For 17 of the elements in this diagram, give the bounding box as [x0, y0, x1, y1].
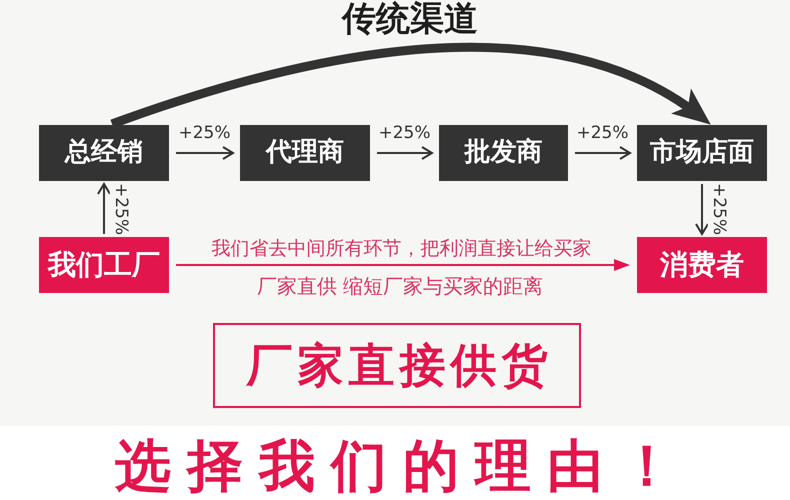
arrow: [575, 146, 631, 160]
arrow: [176, 259, 630, 271]
note-text: 厂家直供 缩短厂家与买家的距离: [256, 276, 544, 296]
arrow: [377, 146, 433, 160]
process-box: 代理商: [240, 125, 370, 181]
diagram-title: 传统渠道: [342, 0, 478, 38]
process-box: 消费者: [637, 237, 767, 293]
process-box: 市场店面: [637, 125, 767, 181]
arrow: [97, 183, 111, 234]
arrow: [176, 146, 234, 160]
edge-label: 我们省去中间所有环节，把利润直接让给买家: [210, 238, 592, 260]
process-box: 批发商: [439, 125, 568, 181]
arrow: [695, 184, 709, 235]
section-heading: 选择我们的理由！: [114, 439, 691, 495]
process-box: 我们工厂: [39, 237, 169, 293]
callout-box: 厂家直接供货: [213, 323, 581, 408]
process-box: 总经销: [39, 125, 169, 181]
